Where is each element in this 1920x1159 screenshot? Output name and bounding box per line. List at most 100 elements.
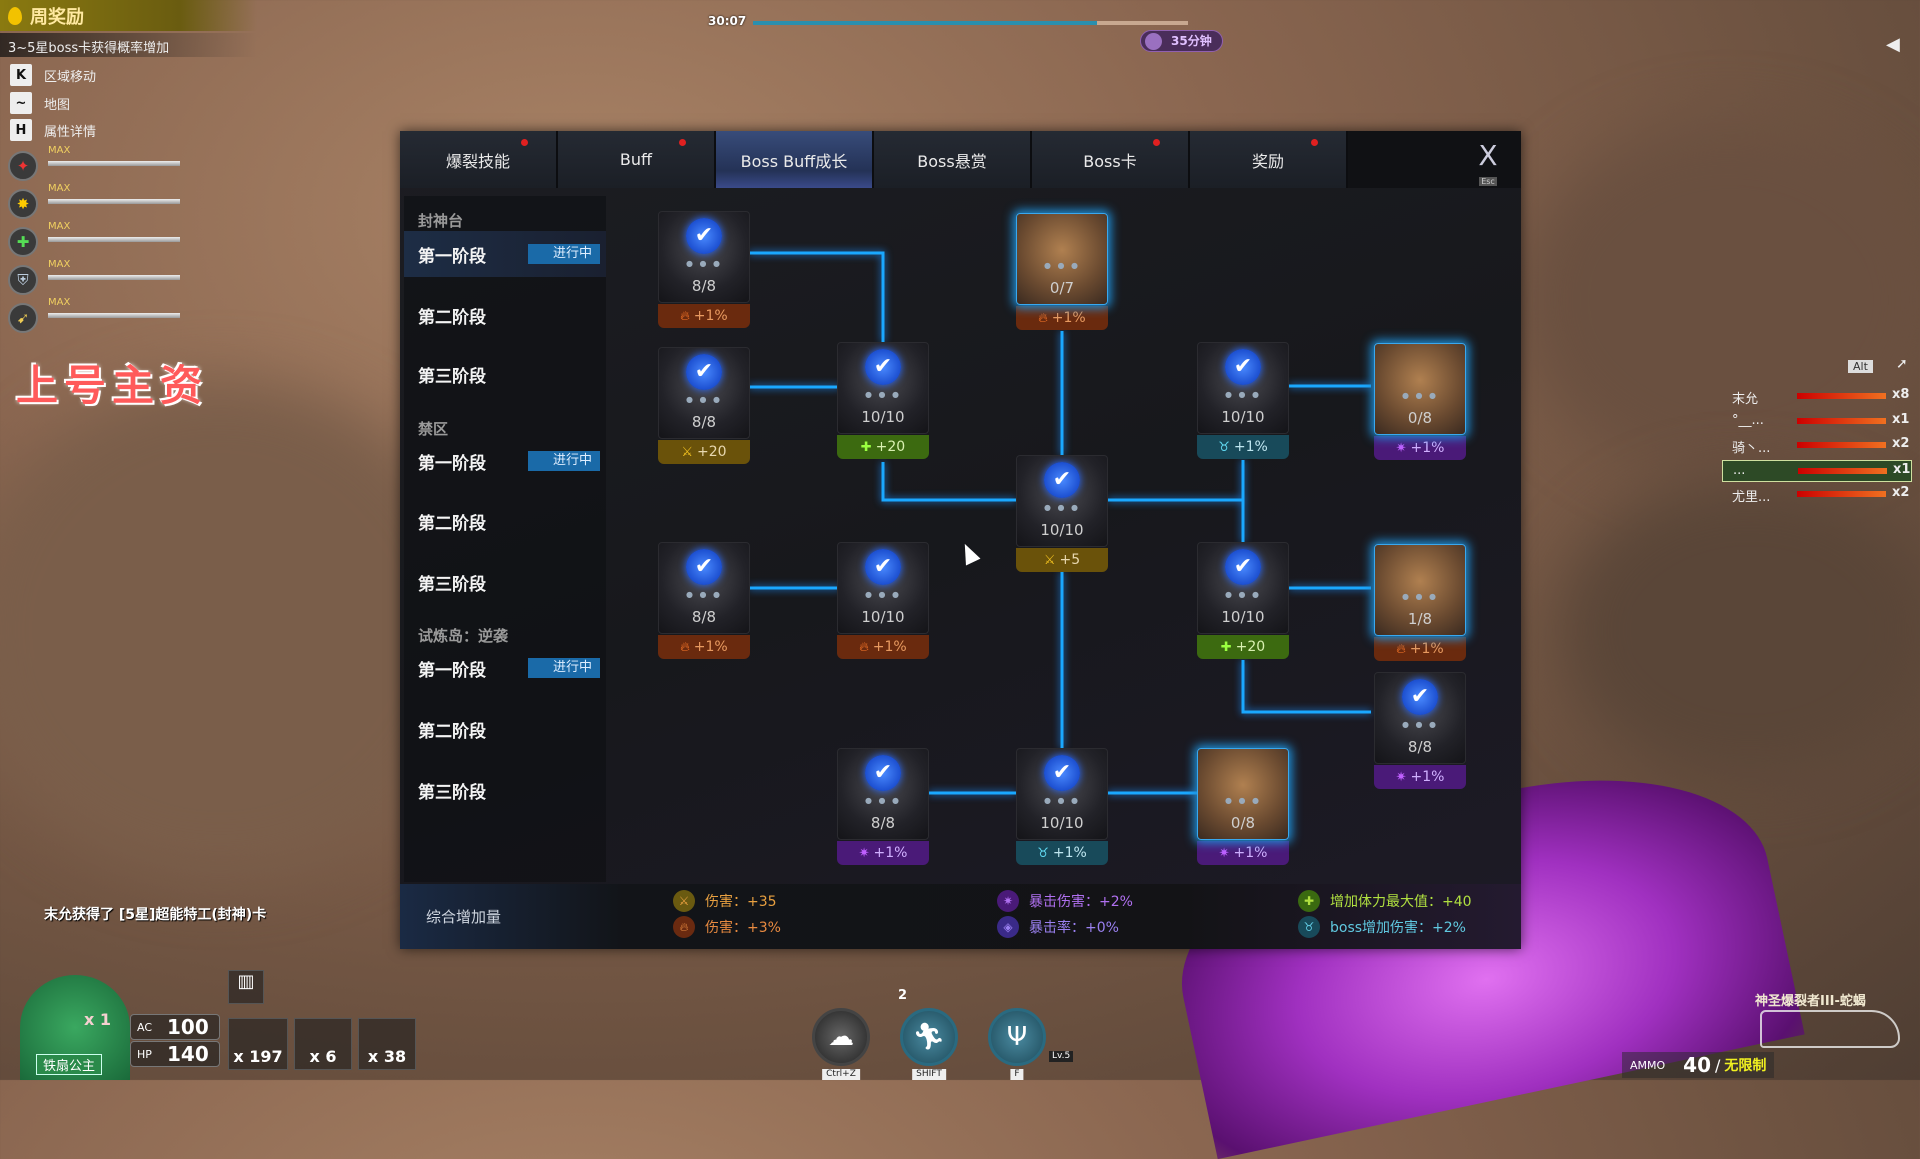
bonus-badge: ⚔+20 — [658, 440, 750, 464]
player-row[interactable]: ...x1 — [1722, 459, 1912, 482]
inventory-count: x 38 — [367, 1047, 407, 1066]
sidebar-stage-item[interactable]: 第一阶段进行中 — [404, 438, 606, 484]
bonus-value: +20 — [697, 444, 727, 460]
character-name: 铁扇公主 — [36, 1054, 103, 1075]
bonus-badge: ✚+20 — [837, 435, 929, 459]
key-label: 区域移动 — [44, 69, 97, 85]
skill-charges: 2 — [898, 988, 908, 1003]
inventory-slot[interactable]: x 197 — [228, 1018, 288, 1070]
player-row[interactable]: 骑丶...x2 — [1722, 435, 1912, 457]
summary-item: ✚增加体力最大值：+40 — [1298, 890, 1472, 912]
stat-speed: ➹MAX — [8, 297, 180, 333]
key-hint-map[interactable]: ~地图 — [10, 92, 70, 114]
grenade-slot-icon[interactable]: ▥ — [228, 970, 264, 1004]
tab-2[interactable]: Boss Buff成长 — [716, 131, 874, 188]
star-rating-icon: ● ● ● — [1043, 261, 1081, 270]
skill-level: Lv.5 — [1049, 1051, 1074, 1062]
buff-node[interactable]: ✔● ● ●10/10🔥︎+1% — [837, 542, 929, 659]
bonus-badge: 🔥︎+1% — [658, 304, 750, 328]
boss-card-portrait: ✔● ● ●8/8 — [1374, 672, 1466, 764]
bonus-value: +1% — [1233, 439, 1268, 455]
skill-key: F — [1010, 1069, 1024, 1080]
inventory-slot[interactable]: x 6 — [294, 1018, 352, 1070]
sidebar-stage-item[interactable]: 第三阶段 — [404, 767, 606, 813]
buff-node[interactable]: ✔● ● ●10/10♉+1% — [1197, 342, 1289, 459]
bonus-badge: ⚔+5 — [1016, 548, 1108, 572]
stage-label: 第二阶段 — [418, 721, 486, 742]
tab-4[interactable]: Boss卡 — [1032, 131, 1190, 188]
check-icon: ✔ — [1225, 549, 1261, 585]
check-icon: ✔ — [865, 349, 901, 385]
match-progress-bar — [753, 21, 1188, 25]
key-label: 属性详情 — [44, 124, 97, 140]
star-rating-icon: ● ● ● — [1401, 720, 1439, 729]
stat-max: MAX — [48, 145, 71, 156]
node-progress: 8/8 — [1407, 738, 1433, 756]
weekly-title: 周奖励 — [30, 6, 84, 28]
buff-node[interactable]: ✔● ● ●10/10✚+20 — [837, 342, 929, 459]
sidebar-stage-item[interactable]: 第一阶段进行中 — [404, 231, 606, 277]
cloud-icon: ☁ — [828, 1022, 854, 1052]
fire-icon: 🔥︎ — [680, 639, 690, 655]
skill-dash[interactable]: 🏃︎SHIFT — [900, 1008, 958, 1080]
player-row[interactable]: °__...x1 — [1722, 411, 1912, 433]
buff-node[interactable]: ● ● ●0/8✷+1% — [1197, 748, 1289, 865]
crit-icon: ✷ — [1395, 769, 1407, 785]
speaker-icon[interactable]: ◀ — [1886, 34, 1900, 55]
tab-label: Buff — [619, 150, 653, 169]
inventory-slot[interactable]: x 38 — [358, 1018, 416, 1070]
bonus-value: +5 — [1059, 552, 1081, 568]
buff-node[interactable]: ✔● ● ●10/10♉+1% — [1016, 748, 1108, 865]
sidebar-stage-item[interactable]: 第二阶段 — [404, 706, 606, 752]
buff-node[interactable]: ✔● ● ●8/8✷+1% — [837, 748, 929, 865]
burst-icon: ✸ — [8, 189, 38, 219]
buff-node[interactable]: ✔● ● ●8/8🔥︎+1% — [658, 211, 750, 328]
tab-5[interactable]: 奖励 — [1190, 131, 1348, 188]
sidebar-stage-item[interactable]: 第二阶段 — [404, 292, 606, 338]
sidebar-group-title: 试炼岛：逆袭 — [418, 627, 509, 645]
sidebar-stage-item[interactable]: 第三阶段 — [404, 559, 606, 605]
tab-3[interactable]: Boss悬赏 — [874, 131, 1032, 188]
tab-1[interactable]: Buff — [558, 131, 716, 188]
buff-node[interactable]: ✔● ● ●8/8✷+1% — [1374, 672, 1466, 789]
bonus-badge: ✷+1% — [1374, 436, 1466, 460]
buff-node[interactable]: ✔● ● ●8/8🔥︎+1% — [658, 542, 750, 659]
skill-cloud[interactable]: ☁Ctrl+Z — [812, 1008, 870, 1080]
buff-node[interactable]: ● ● ●1/8🔥︎+1% — [1374, 544, 1466, 661]
boss-card-portrait: ✔● ● ●8/8 — [658, 211, 750, 303]
weapon-name: 神圣爆裂者III-蛇蝎 — [1755, 994, 1866, 1009]
player-row[interactable]: 尤里...x2 — [1722, 484, 1912, 506]
node-progress: 10/10 — [1040, 814, 1084, 832]
star-rating-icon: ● ● ● — [1043, 503, 1081, 512]
boss-card-portrait: ● ● ●0/8 — [1197, 748, 1289, 840]
player-name: 尤里... — [1732, 490, 1771, 505]
bonus-badge: ✷+1% — [837, 841, 929, 865]
sidebar-stage-item[interactable]: 第一阶段进行中 — [404, 645, 606, 691]
stat-bar — [48, 275, 180, 280]
summary-item: ♉boss增加伤害：+2% — [1298, 916, 1466, 938]
weekly-desc: 3~5星boss卡获得概率增加 — [0, 33, 257, 57]
health-plus-icon: ✚ — [1220, 639, 1232, 655]
boss-card-portrait: ✔● ● ●10/10 — [1197, 542, 1289, 634]
buff-node[interactable]: ● ● ●0/7🔥︎+1% — [1016, 213, 1108, 330]
fire-icon: 🔥︎ — [680, 308, 690, 324]
buff-node[interactable]: ✔● ● ●10/10✚+20 — [1197, 542, 1289, 659]
boss-card-portrait: ● ● ●1/8 — [1374, 544, 1466, 636]
boss-card-portrait: ● ● ●0/8 — [1374, 343, 1466, 435]
check-icon: ✔ — [1044, 462, 1080, 498]
health-plus-icon: ✚ — [860, 439, 872, 455]
buff-node[interactable]: ✔● ● ●8/8⚔+20 — [658, 347, 750, 464]
player-health-bar — [1797, 491, 1886, 497]
node-progress: 1/8 — [1407, 610, 1433, 628]
key-label: 地图 — [44, 97, 71, 113]
tab-0[interactable]: 爆裂技能 — [400, 131, 558, 188]
buff-node[interactable]: ✔● ● ●10/10⚔+5 — [1016, 455, 1108, 572]
buff-node[interactable]: ● ● ●0/8✷+1% — [1374, 343, 1466, 460]
sidebar-stage-item[interactable]: 第二阶段 — [404, 498, 606, 544]
sidebar-stage-item[interactable]: 第三阶段 — [404, 351, 606, 397]
